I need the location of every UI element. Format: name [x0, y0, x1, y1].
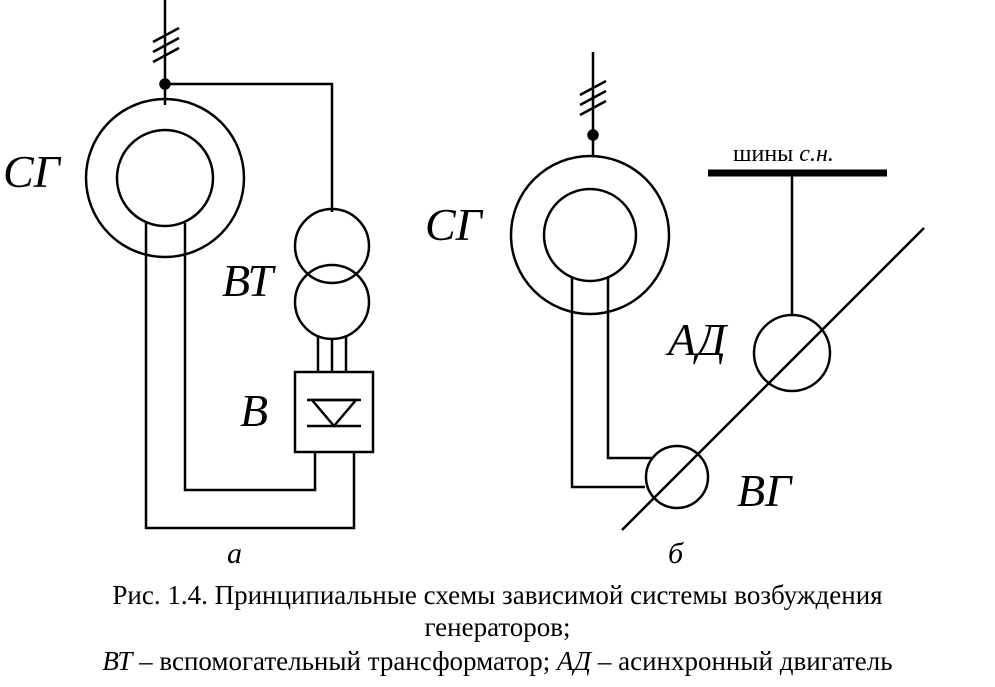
a-three-phase-marker [152, 26, 180, 64]
caption-abbr-ad: АД [557, 646, 592, 676]
b-motor-label: АД [665, 314, 729, 365]
caption-abbr-vt: ВТ [102, 646, 133, 676]
b-exciter-label: ВГ [737, 465, 793, 516]
b-field-lead-outer [570, 278, 645, 489]
b-generator-label: СГ [425, 199, 484, 250]
a-transformer-feed [165, 82, 334, 212]
diagram-b [509, 52, 925, 531]
b-motor-symbol [752, 313, 832, 393]
diagram-a [84, 0, 375, 530]
b-three-phase-marker [579, 79, 607, 117]
figure-caption-line-3: ВТ – вспомогательный трансформатор; АД –… [0, 646, 995, 677]
caption-text-ad: – асинхронный двигатель [591, 646, 893, 676]
b-bus-label: шины с.н. [733, 141, 834, 167]
b-field-lead-inner [606, 278, 652, 460]
a-transformer-label: ВТ [222, 255, 276, 306]
a-field-lead-outer [144, 223, 356, 530]
a-rectifier-symbol [293, 370, 375, 454]
a-rectifier-label: В [240, 385, 268, 436]
b-generator-symbol [509, 154, 671, 316]
b-sublabel: б [668, 537, 684, 570]
b-junction-dot [587, 129, 599, 141]
b-common-shaft [621, 227, 925, 531]
a-aux-transformer-symbol [293, 207, 371, 341]
a-generator-symbol [84, 97, 246, 259]
figure-caption-line-1: Рис. 1.4. Принципиальные схемы зависимой… [112, 580, 883, 610]
a-sublabel: а [227, 537, 242, 570]
caption-text-vt: – вспомогательный трансформатор; [132, 646, 558, 676]
excitation-diagrams: СГ ВТ В а СГ шины с.н. АД ВГ б [3, 0, 925, 570]
b-exciter-symbol [644, 444, 710, 510]
a-field-lead-inner [183, 223, 317, 492]
a-generator-label: СГ [3, 146, 62, 197]
figure-caption-line-2: генераторов; [424, 612, 571, 642]
